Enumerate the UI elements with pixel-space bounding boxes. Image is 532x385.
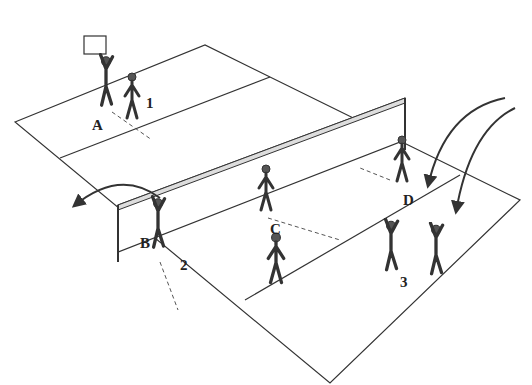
player-letter: B bbox=[140, 236, 150, 251]
court-lines bbox=[15, 45, 520, 383]
callout-number: 2 bbox=[180, 258, 188, 273]
ball-hand bbox=[84, 36, 106, 54]
net bbox=[118, 98, 405, 262]
callout-number: 1 bbox=[146, 96, 154, 111]
movement-lines bbox=[112, 112, 390, 310]
ball-arrows bbox=[74, 98, 515, 212]
player-letter: A bbox=[92, 118, 103, 133]
callout-number: 3 bbox=[400, 275, 408, 290]
players bbox=[101, 55, 443, 283]
player-letter: C bbox=[270, 222, 281, 237]
player-letter: D bbox=[403, 193, 414, 208]
